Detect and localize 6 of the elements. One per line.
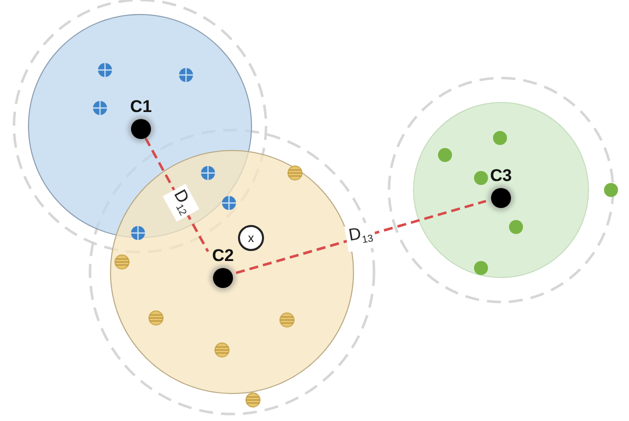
edge-label: D$_{13}$ xyxy=(344,222,378,252)
centroid-label: C2 xyxy=(212,246,234,266)
centroid-label: C1 xyxy=(130,97,152,117)
centroid-label: C3 xyxy=(490,166,512,186)
distance-line xyxy=(236,200,486,274)
sample-point-circle: x xyxy=(238,225,264,251)
